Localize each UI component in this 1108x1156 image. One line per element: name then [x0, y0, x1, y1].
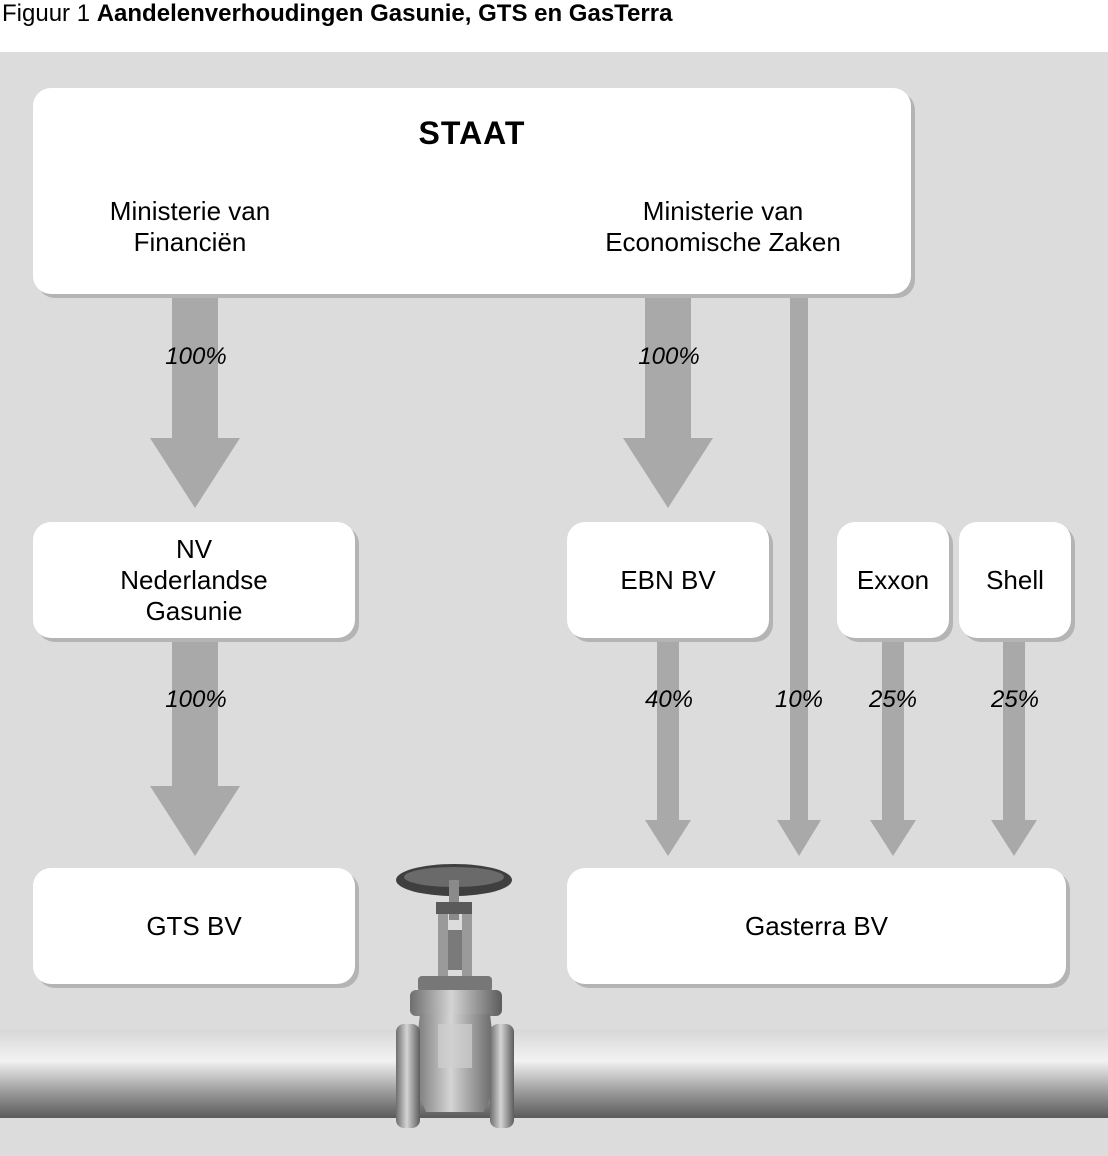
arrow-gasunie-to-gts — [150, 640, 240, 856]
arrow-shell-to-gasterra — [991, 640, 1037, 856]
ministry-finance-line1: Ministerie van — [109, 196, 271, 226]
gate-valve-icon — [396, 864, 514, 1128]
ministry-ez-line2: Economische Zaken — [605, 227, 841, 257]
share-exxon-to-gasterra: 25% — [868, 686, 918, 713]
share-staat-to-gasterra: 10% — [774, 686, 824, 713]
ministry-finance-line2: Financiën — [133, 227, 247, 257]
staat-title: STAAT — [418, 115, 526, 151]
staat-box: STAAT Ministerie van Financiën Ministeri… — [33, 88, 911, 294]
gasunie-line3: Gasunie — [145, 595, 243, 626]
exxon-box: Exxon — [837, 522, 949, 638]
arrow-ez-to-ebn — [623, 296, 713, 508]
arrow-fin-to-gasunie — [150, 296, 240, 508]
gasterra-box: Gasterra BV — [567, 868, 1066, 984]
caption-prefix: Figuur 1 — [2, 0, 91, 27]
gasunie-line1: NV — [175, 533, 213, 564]
gasunie-box: NV Nederlandse Gasunie — [33, 522, 355, 638]
gasunie-line2: Nederlandse — [120, 564, 268, 595]
pipe-icon — [0, 1030, 1108, 1118]
share-ez-to-ebn: 100% — [638, 343, 700, 370]
caption-title: Aandelenverhoudingen Gasunie, GTS en Gas… — [96, 0, 673, 27]
figure-caption: Figuur 1 Aandelenverhoudingen Gasunie, G… — [2, 0, 672, 36]
arrow-ebn-to-gasterra — [645, 640, 691, 856]
ministry-ez-line1: Ministerie van — [642, 196, 804, 226]
arrow-exxon-to-gasterra — [870, 640, 916, 856]
arrow-staat-to-gasterra — [777, 296, 821, 856]
share-shell-to-gasterra: 25% — [990, 686, 1040, 713]
share-ebn-to-gasterra: 40% — [644, 686, 694, 713]
shell-box: Shell — [959, 522, 1071, 638]
share-fin-to-gasunie: 100% — [165, 343, 227, 370]
gts-box: GTS BV — [33, 868, 355, 984]
ministry-economic-affairs: Ministerie van Economische Zaken — [578, 196, 868, 258]
ministry-finance: Ministerie van Financiën — [90, 196, 290, 258]
ebn-box: EBN BV — [567, 522, 769, 638]
share-gasunie-to-gts: 100% — [165, 686, 227, 713]
